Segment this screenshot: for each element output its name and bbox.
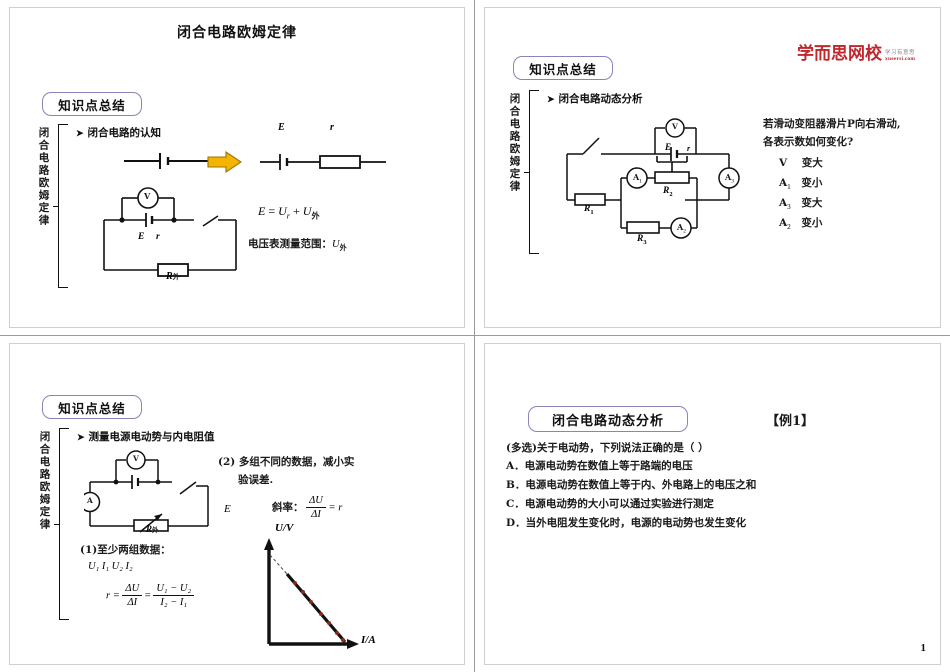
ammeter-label-3: A [87, 496, 93, 505]
bullet-arrow-icon: ➤ [77, 433, 85, 443]
option-text-C: 电源电动势的大小可以通过实验进行测定 [524, 498, 714, 510]
point1-values: U₁ I₁ U₂ I₂ [88, 561, 133, 572]
option-text-D: 当外电阻发生变化时，电源的电动势也发生变化 [525, 517, 747, 529]
label-E-1: E [138, 232, 145, 242]
formula-emf-sum: E = Ur + U外 [258, 204, 320, 221]
brand-tagline: 学习有意思 [885, 50, 916, 57]
answer-row-V: V 变大 [779, 157, 823, 169]
point2-line1: (2) 多组不同的数据，减小实 [218, 456, 355, 468]
bullet-arrow-icon: ➤ [76, 129, 84, 139]
chapter-brace [524, 90, 539, 254]
brand-logo: 学而思网校 学习有意思 xueersi.com [797, 46, 915, 63]
bullet-dynamic-analysis: ➤闭合电路动态分析 [547, 93, 643, 105]
label-E-3: E [224, 503, 231, 515]
label-E-2: E [665, 142, 672, 152]
bullet-arrow-icon: ➤ [547, 95, 555, 105]
brand-url: xueersi.com [885, 56, 916, 63]
option-row-D[interactable]: D．当外电阻发生变化时，电源的电动势也发生变化 [506, 515, 746, 530]
option-key-B: B． [506, 479, 526, 491]
simplified-source-symbol [260, 154, 386, 170]
question-line-1: 若滑动变阻器滑片P向右滑动, [763, 118, 901, 130]
r-fraction-1: ΔU ΔI [122, 582, 143, 610]
brand-name: 学而思网校 [797, 44, 882, 64]
option-text-A: 电源电动势在数值上等于路端的电压 [524, 460, 693, 472]
slide-thumbnail-3[interactable]: 知识点总结 闭合电路欧姆定律 ➤测量电源电动势与内电阻值 [0, 336, 475, 672]
label-R3: R3 [637, 234, 647, 246]
slope-fraction: ΔU ΔI [306, 494, 326, 522]
ammeter-1-label: A1 [633, 172, 642, 185]
point2-line2: 验误差. [238, 474, 274, 486]
dynamic-analysis-tag: 闭合电路动态分析 [528, 406, 688, 432]
knowledge-summary-tag: 知识点总结 [513, 56, 613, 80]
slide-3-canvas: 知识点总结 闭合电路欧姆定律 ➤测量电源电动势与内电阻值 [9, 343, 465, 665]
ui-chart-svg [264, 538, 359, 649]
ammeter-2-label: A2 [677, 222, 686, 235]
slide-thumbnail-2[interactable]: 学而思网校 学习有意思 xueersi.com 知识点总结 闭合电路欧姆定律 ➤… [475, 0, 950, 336]
label-rheostat: R外 [146, 524, 159, 534]
example-label: 【例1】 [766, 414, 815, 429]
ui-characteristic-chart: U/V I/A [253, 522, 376, 651]
knowledge-summary-tag: 知识点总结 [42, 395, 142, 419]
vertical-chapter-label: 闭合电路欧姆定律 [508, 93, 521, 193]
chapter-brace [53, 124, 68, 288]
option-row-B[interactable]: B．电源电动势在数值上等于内、外电路上的电压之和 [506, 477, 756, 492]
vertical-chapter-label: 闭合电路欧姆定律 [37, 127, 50, 227]
option-key-C: C． [506, 498, 525, 510]
knowledge-summary-tag: 知识点总结 [42, 92, 142, 116]
bullet-closed-circuit-cognition: ➤闭合电路的认知 [76, 127, 162, 139]
slide-2-canvas: 学而思网校 学习有意思 xueersi.com 知识点总结 闭合电路欧姆定律 ➤… [484, 7, 941, 328]
r-fraction-2: U₁ − U₂ I₂ − I₁ [153, 582, 195, 610]
option-key-D: D． [506, 517, 526, 529]
chart-y-axis-label: U/V [275, 522, 294, 534]
emf-measure-circuit-diagram [84, 450, 209, 533]
voltmeter-label-1: V [144, 191, 151, 201]
question-stem: (多选)关于电动势，下列说法正确的是（ ） [506, 442, 709, 454]
chart-x-axis-label: I/A [361, 634, 376, 646]
voltmeter-label-2: V [672, 122, 678, 131]
closed-circuit-diagram-1 [103, 187, 237, 277]
voltmeter-label-3: V [133, 454, 139, 463]
answer-row-A1: A1 变小 [779, 177, 823, 192]
closed-circuit-diagram-2 [566, 118, 740, 239]
option-row-A[interactable]: A．电源电动势在数值上等于路端的电压 [506, 458, 693, 473]
bullet-measure-emf: ➤测量电源电动势与内电阻值 [77, 431, 215, 443]
answer-row-A3: A3 变大 [779, 197, 823, 212]
label-r-simplified: r [330, 122, 334, 133]
point1-title: (1)至少两组数据： [80, 544, 171, 556]
label-R1: R1 [584, 204, 594, 216]
ammeter-3-label: A3 [725, 172, 734, 185]
battery-symbol-simple [124, 153, 208, 169]
question-line-2: 各表示数如何变化? [763, 136, 854, 148]
slide-thumbnail-4[interactable]: 闭合电路动态分析 【例1】 (多选)关于电动势，下列说法正确的是（ ） A．电源… [475, 336, 950, 672]
r-formula: r = ΔU ΔI = U₁ − U₂ I₂ − I₁ [106, 582, 195, 610]
slide-4-canvas: 闭合电路动态分析 【例1】 (多选)关于电动势，下列说法正确的是（ ） A．电源… [484, 343, 941, 665]
option-row-C[interactable]: C．电源电动势的大小可以通过实验进行测定 [506, 496, 714, 511]
page-title: 闭合电路欧姆定律 [177, 25, 297, 41]
label-r-2: r [687, 144, 691, 153]
label-R2: R2 [663, 186, 673, 198]
brand-tagline-block: 学习有意思 xueersi.com [885, 51, 915, 63]
orange-arrow-icon [207, 151, 242, 173]
slope-formula: 斜率： ΔU ΔI = r [272, 494, 343, 522]
label-R-external: R外 [166, 271, 180, 282]
chapter-brace [54, 428, 69, 620]
option-key-A: A． [506, 460, 525, 472]
vertical-chapter-label: 闭合电路欧姆定律 [38, 431, 51, 531]
option-text-B: 电源电动势在数值上等于内、外电路上的电压之和 [525, 479, 757, 491]
answer-row-A2: A2 变小 [779, 217, 823, 232]
slide-1-canvas: 闭合电路欧姆定律 知识点总结 闭合电路欧姆定律 ➤闭合电路的认知 [9, 7, 465, 328]
page-number: 1 [920, 642, 927, 654]
label-r-1: r [156, 232, 160, 242]
voltmeter-range-note: 电压表测量范围：U外 [248, 238, 347, 253]
label-E-simplified: E [278, 122, 285, 133]
slide-thumbnail-1[interactable]: 闭合电路欧姆定律 知识点总结 闭合电路欧姆定律 ➤闭合电路的认知 [0, 0, 475, 336]
